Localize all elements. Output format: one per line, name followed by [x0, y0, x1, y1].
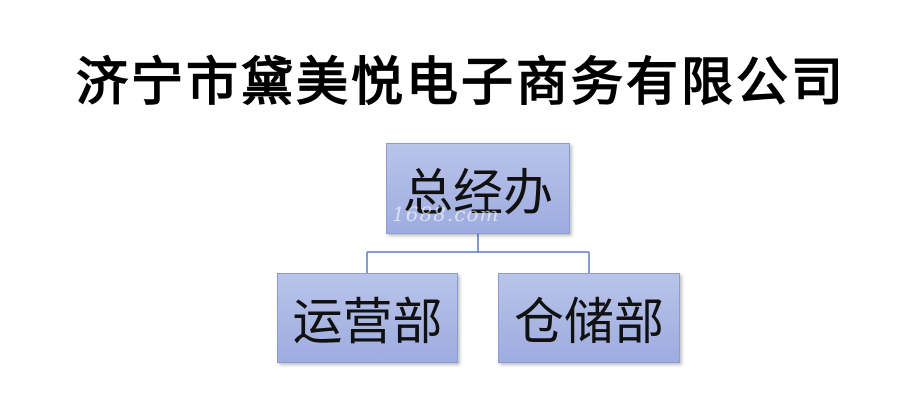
watermark-text: 1688.com [392, 202, 500, 226]
org-node-root: 总经办 [386, 143, 570, 234]
org-node-warehouse-label: 仓储部 [514, 293, 664, 351]
org-node-warehouse: 仓储部 [498, 273, 680, 363]
org-node-operations-label: 运营部 [292, 293, 443, 351]
org-node-operations: 运营部 [277, 273, 458, 363]
company-title: 济宁市黛美悦电子商务有限公司 [76, 53, 847, 113]
org-node-root-label: 总经办 [403, 163, 553, 222]
